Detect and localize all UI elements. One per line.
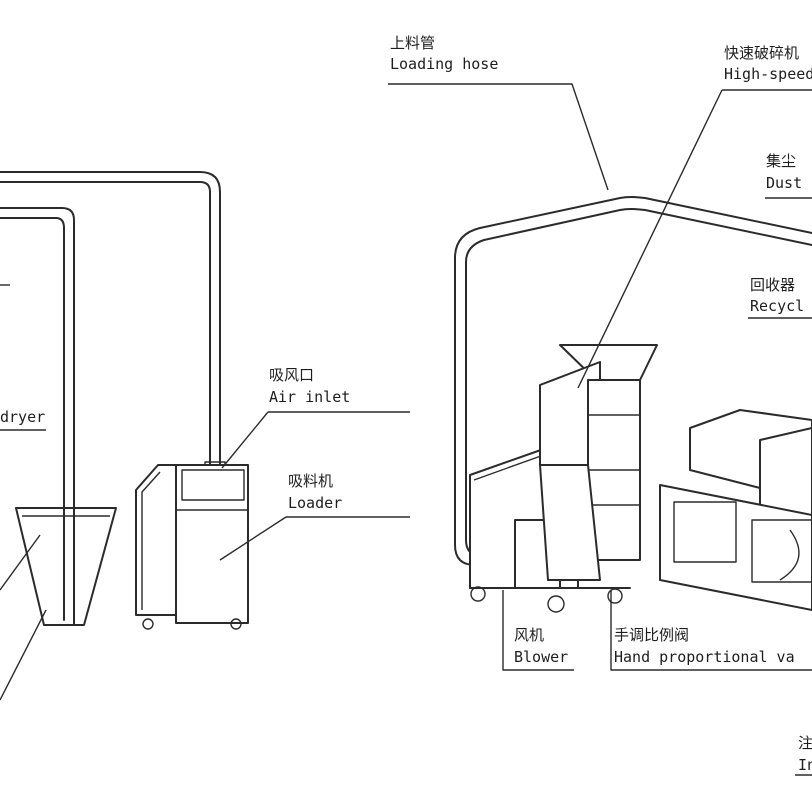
svg-text:快速破碎机: 快速破碎机	[724, 44, 799, 62]
svg-text:集尘: 集尘	[766, 152, 796, 170]
crusher-unit	[539, 344, 658, 581]
label-recycler: 回收器 Recycl	[750, 276, 804, 315]
label-loader: 吸料机 Loader	[288, 472, 342, 512]
svg-text:手调比例阀: 手调比例阀	[614, 626, 689, 644]
loader-unit	[135, 464, 249, 630]
recycler-bins	[659, 409, 812, 611]
svg-text:注: 注	[798, 734, 812, 752]
svg-text:High-speed: High-speed	[724, 65, 812, 83]
svg-text:Loader: Loader	[288, 494, 342, 512]
svg-text:风机: 风机	[514, 626, 544, 644]
svg-text:上料管: 上料管	[390, 34, 435, 52]
svg-text:Air inlet: Air inlet	[269, 388, 350, 406]
svg-text:dryer: dryer	[0, 408, 45, 426]
label-edge-bottom: 注 In	[798, 734, 812, 774]
label-dust: 集尘 Dust	[766, 152, 802, 192]
svg-text:Blower: Blower	[514, 648, 568, 666]
hopper	[15, 507, 117, 626]
label-air-inlet: 吸风口 Air inlet	[269, 366, 350, 406]
svg-text:吸风口: 吸风口	[269, 366, 314, 384]
svg-text:Recycl: Recycl	[750, 297, 804, 315]
svg-text:Loading hose: Loading hose	[390, 55, 498, 73]
label-loading-hose: 上料管 Loading hose	[390, 34, 498, 73]
leader-lines	[0, 83, 812, 776]
label-dryer: dryer	[0, 408, 45, 426]
svg-text:回收器: 回收器	[750, 276, 795, 294]
svg-text:In: In	[798, 756, 812, 774]
label-valve: 手调比例阀 Hand proportional va	[614, 626, 795, 666]
svg-text:Hand proportional va: Hand proportional va	[614, 648, 795, 666]
label-crusher: 快速破碎机 High-speed	[724, 44, 812, 83]
svg-text:Dust: Dust	[766, 174, 802, 192]
svg-text:吸料机: 吸料机	[288, 472, 333, 490]
label-blower: 风机 Blower	[514, 626, 568, 666]
